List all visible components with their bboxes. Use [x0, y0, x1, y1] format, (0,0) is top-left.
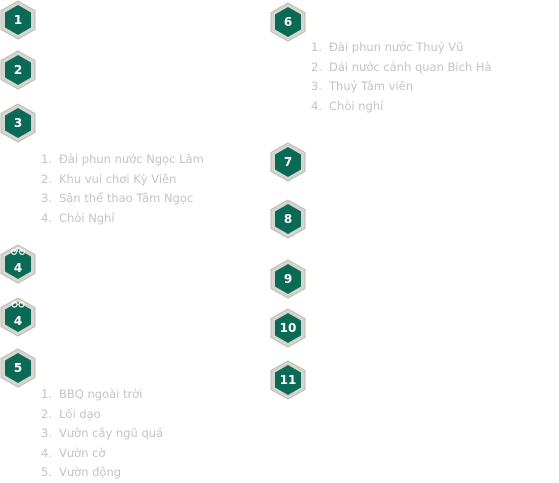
zone-badge-2[interactable]: 2	[0, 50, 36, 90]
zone-badge-1[interactable]: 1	[0, 0, 36, 40]
bicycle-icon	[11, 247, 25, 255]
badge-label: 10	[279, 321, 297, 335]
zone-badge-10[interactable]: 10	[270, 308, 306, 348]
list-item: 4.Chòi Nghỉ	[41, 210, 115, 225]
badge-label: 4	[13, 314, 23, 328]
zone-badge-9[interactable]: 9	[270, 259, 306, 299]
badge-label: 9	[283, 272, 293, 286]
zone-badge-6[interactable]: 6	[270, 2, 306, 42]
list-item: 2.Lối dạo	[41, 406, 101, 421]
zone-5-amenities-list: 1.BBQ ngoài trời 2.Lối dạo 3.Vườn cây ng…	[41, 385, 163, 483]
badge-label: 5	[13, 361, 23, 375]
list-item: 3.Thuỷ Tâm viên	[311, 79, 414, 93]
list-item: 2.Khu vui chơi Kỳ Viên	[41, 171, 177, 186]
badge-label: 3	[13, 116, 23, 130]
badge-label: 6	[283, 15, 293, 29]
badge-label: 7	[283, 155, 293, 169]
hexagon-icon	[270, 308, 306, 348]
list-item: 1.Đài phun nước Ngọc Lâm	[41, 152, 204, 166]
hexagon-icon	[0, 348, 36, 388]
hexagon-icon	[270, 360, 306, 400]
hexagon-icon	[0, 297, 36, 337]
hexagon-icon	[270, 2, 306, 42]
badge-label: 11	[279, 373, 297, 387]
zone-6-amenities-list: 1.Đài phun nước Thuỷ Vũ 2.Dải nước cảnh …	[311, 38, 492, 116]
list-item: 1.Đài phun nước Thuỷ Vũ	[311, 40, 464, 54]
badge-label: 1	[13, 13, 23, 27]
list-item: 4.Vườn cờ	[41, 445, 106, 460]
zone-3-amenities-list: 1.Đài phun nước Ngọc Lâm 2.Khu vui chơi …	[41, 150, 204, 228]
hexagon-icon	[0, 244, 36, 284]
hexagon-icon	[0, 103, 36, 143]
badge-label: 4	[13, 261, 23, 275]
hexagon-icon	[270, 142, 306, 182]
hexagon-icon	[0, 0, 36, 40]
badge-label: 2	[13, 63, 23, 77]
list-item: 5.Vườn động	[41, 465, 122, 479]
zone-badge-4-glasses[interactable]: 4	[0, 297, 36, 337]
zone-badge-7[interactable]: 7	[270, 142, 306, 182]
list-item: 1.BBQ ngoài trời	[41, 387, 143, 401]
zone-badge-4-bicycle[interactable]: 4	[0, 244, 36, 284]
list-item: 3.Vườn cây ngũ quả	[41, 426, 164, 440]
badge-label: 8	[283, 212, 293, 226]
zone-badge-5[interactable]: 5	[0, 348, 36, 388]
list-item: 3.Sân thể thao Tâm Ngọc	[41, 191, 194, 205]
zone-badge-3[interactable]: 3	[0, 103, 36, 143]
zone-badge-8[interactable]: 8	[270, 199, 306, 239]
list-item: 2.Dải nước cảnh quan Bích Hà	[311, 59, 492, 74]
hexagon-icon	[0, 50, 36, 90]
zone-badge-11[interactable]: 11	[270, 360, 306, 400]
hexagon-icon	[270, 259, 306, 299]
list-item: 4.Chòi nghỉ	[311, 98, 384, 113]
glasses-icon	[11, 301, 25, 308]
hexagon-icon	[270, 199, 306, 239]
